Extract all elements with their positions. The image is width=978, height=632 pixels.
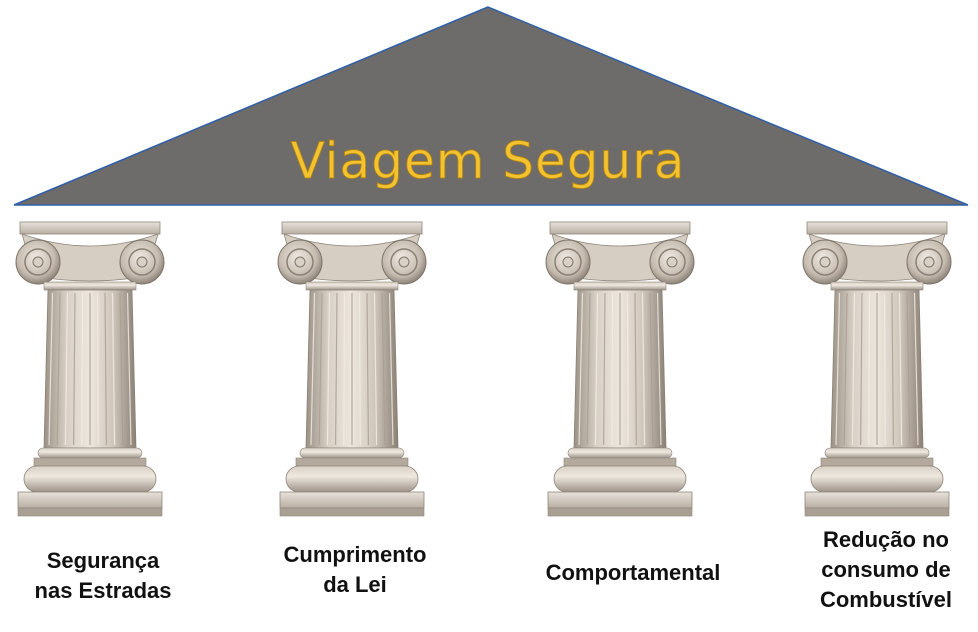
pillar-neck: [43, 281, 137, 291]
pillar-label-1: Segurança nas Estradas: [3, 546, 203, 606]
pillar-label-line: nas Estradas: [34, 578, 172, 603]
pillar-label-line: Redução no: [823, 527, 949, 552]
pillar-plinth: [17, 491, 163, 509]
pillar-base-torus: [810, 465, 944, 493]
pillar-plinth: [804, 491, 950, 509]
pillar-base-ring: [567, 447, 673, 459]
roof-triangle: [13, 6, 969, 206]
pillar-base-torus: [23, 465, 157, 493]
pillar-1: [15, 221, 165, 517]
pillar-label-line: Comportamental: [545, 560, 721, 585]
pillar-4: [802, 221, 952, 517]
pillar-plinth: [547, 491, 693, 509]
pillar-label-line: Cumprimento: [283, 542, 427, 567]
pillar-2: [277, 221, 427, 517]
pillar-label-line: Segurança: [46, 548, 160, 573]
pillar-label-3: Comportamental: [533, 558, 733, 588]
roof-title: Viagem Segura: [291, 132, 686, 190]
pillar-neck: [573, 281, 667, 291]
pillar-3: [545, 221, 695, 517]
pillars-group: [15, 221, 952, 517]
pillar-abacus: [806, 221, 948, 235]
pillar-label-line: consumo de: [821, 557, 951, 582]
pillar-base-ring: [299, 447, 405, 459]
pillar-label-4: Redução no consumo de Combustível: [786, 525, 978, 615]
pillar-neck: [305, 281, 399, 291]
pillar-abacus: [549, 221, 691, 235]
pillar-base-torus: [285, 465, 419, 493]
pillar-label-line: Combustível: [819, 587, 953, 612]
pillar-abacus: [281, 221, 423, 235]
pillar-label-2: Cumprimento da Lei: [255, 540, 455, 600]
pillar-base-ring: [824, 447, 930, 459]
pillar-abacus: [19, 221, 161, 235]
pillar-base-torus: [553, 465, 687, 493]
pillar-base-ring: [37, 447, 143, 459]
pillar-plinth: [279, 491, 425, 509]
pillar-label-line: da Lei: [323, 572, 387, 597]
pillar-neck: [830, 281, 924, 291]
